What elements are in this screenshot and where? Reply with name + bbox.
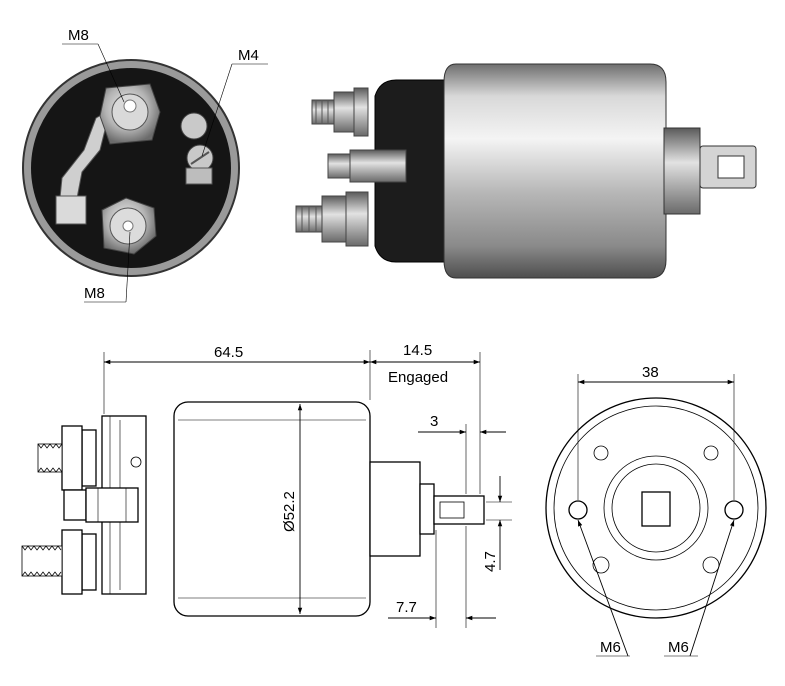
label-m6-right: M6 (668, 639, 689, 656)
photo-end-view (22, 59, 240, 277)
label-m8-bottom: M8 (84, 285, 105, 302)
bottom-stud-photo (101, 197, 157, 255)
dim-4-7: 4.7 (482, 551, 499, 572)
photo-callouts: M8 M4 M8 (62, 27, 268, 303)
side-dimensions: 64.5 14.5 Engaged 3 Ø52.2 4.7 7.7 (103, 342, 512, 628)
label-m4: M4 (238, 47, 259, 64)
drawing-side-view (21, 401, 485, 617)
m4-terminal-photo (180, 112, 214, 185)
dim-38: 38 (642, 364, 659, 381)
label-m8-top: M8 (68, 27, 89, 44)
photo-side-view (295, 63, 757, 279)
drawing-front-view (545, 397, 767, 619)
dim-3: 3 (430, 413, 438, 430)
engaged-note: Engaged (388, 369, 448, 386)
dim-diameter: Ø52.2 (281, 491, 298, 532)
label-m6-left: M6 (600, 639, 621, 656)
front-dimensions: 38 M6 M6 (577, 364, 735, 657)
dim-14-5: 14.5 (403, 342, 432, 359)
dim-7-7: 7.7 (396, 599, 417, 616)
dim-64-5: 64.5 (214, 344, 243, 361)
top-stud-photo (99, 83, 161, 145)
